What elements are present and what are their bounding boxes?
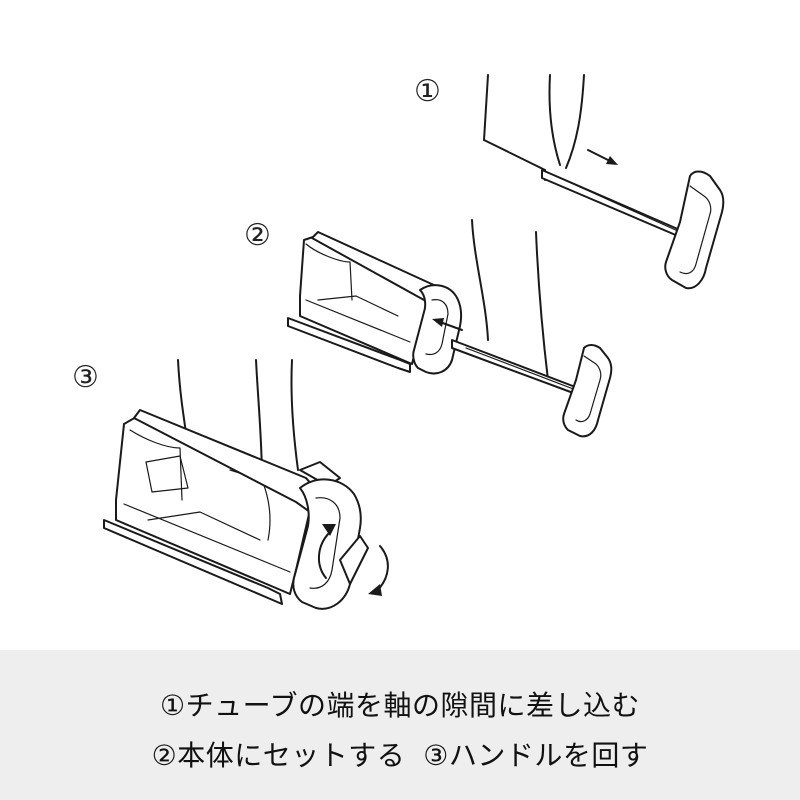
caption-line-2: ②本体にセットする ③ハンドルを回す bbox=[0, 734, 800, 774]
step2-body-and-insert bbox=[287, 219, 613, 438]
step-number-1: ① bbox=[414, 74, 441, 109]
step-number-2: ② bbox=[244, 218, 271, 253]
step-number-3: ③ bbox=[72, 360, 99, 395]
illustration: ① ② ③ bbox=[72, 74, 725, 610]
step3-assembled-turning bbox=[103, 359, 389, 610]
caption-step2-text: ②本体にセットする bbox=[151, 739, 406, 772]
caption-step3-text: ③ハンドルを回す bbox=[423, 739, 649, 772]
assembly-diagram bbox=[103, 74, 725, 610]
caption-line-1: ①チューブの端を軸の隙間に差し込む bbox=[160, 689, 640, 722]
caption-panel: ①チューブの端を軸の隙間に差し込む ②本体にセットする ③ハンドルを回す bbox=[0, 650, 800, 800]
step1-tube-and-key bbox=[483, 74, 725, 290]
